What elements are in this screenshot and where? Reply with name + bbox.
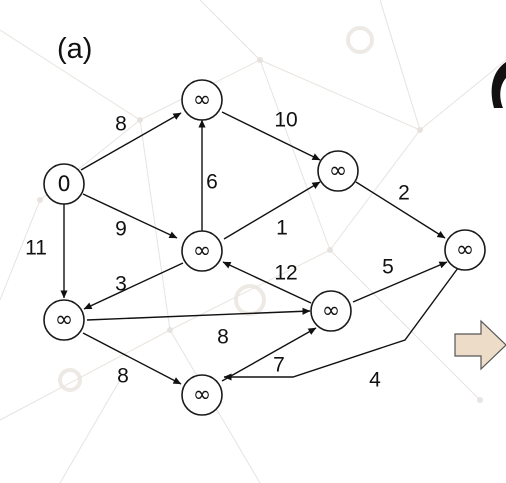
node-c: ∞ — [317, 150, 359, 192]
edges-group — [60, 111, 459, 385]
edge-a-c — [221, 111, 321, 161]
node-a: ∞ — [181, 79, 223, 121]
node-s: 0 — [43, 163, 85, 205]
node-g-label: ∞ — [193, 383, 211, 408]
weight-b-e: 3 — [115, 273, 127, 296]
weight-f-d: 5 — [382, 256, 394, 279]
node-s-label: 0 — [57, 172, 70, 196]
edge-s-b — [82, 193, 178, 239]
edge-f-b — [222, 261, 312, 304]
node-a-label: ∞ — [193, 88, 211, 113]
node-f-circle — [310, 290, 352, 332]
edge-b-e — [83, 262, 184, 310]
nodes-group: 0 ∞ ∞ ∞ ∞ ∞ ∞ — [43, 79, 486, 416]
node-e: ∞ — [43, 299, 85, 341]
node-s-circle — [43, 163, 85, 205]
node-b: ∞ — [181, 230, 223, 272]
weight-g-f: 7 — [273, 354, 285, 377]
edge-f-d — [352, 261, 448, 303]
next-step-arrow-icon — [454, 319, 506, 371]
node-g-circle — [181, 374, 223, 416]
weight-c-d: 2 — [398, 182, 410, 205]
weight-s-e: 11 — [25, 237, 47, 260]
node-d-label: ∞ — [456, 238, 474, 263]
edge-e-f — [86, 307, 311, 321]
node-d-circle — [444, 229, 486, 271]
node-f: ∞ — [310, 290, 352, 332]
edge-d-g — [223, 267, 459, 381]
node-d: ∞ — [444, 229, 486, 271]
weight-s-b: 9 — [115, 218, 127, 241]
edge-e-g — [82, 332, 182, 385]
node-b-label: ∞ — [193, 239, 211, 264]
edge-c-d — [355, 181, 446, 239]
node-f-label: ∞ — [322, 299, 340, 324]
edge-s-a — [80, 112, 182, 171]
node-c-label: ∞ — [329, 159, 347, 184]
node-a-circle — [181, 79, 223, 121]
node-e-circle — [43, 299, 85, 341]
weight-d-g: 4 — [369, 369, 381, 392]
weight-f-b: 12 — [274, 262, 297, 285]
node-g: ∞ — [181, 374, 223, 416]
node-e-label: ∞ — [55, 308, 73, 333]
edge-b-c — [223, 181, 321, 240]
panel-label: (a) — [57, 33, 92, 65]
weight-e-f: 8 — [217, 326, 229, 349]
cut-off-parenthesis — [491, 62, 506, 108]
weight-e-g: 8 — [117, 365, 129, 388]
edge-g-f — [221, 327, 317, 382]
edge-weights-group: 8 9 11 10 6 1 3 2 12 5 8 8 7 4 — [25, 109, 410, 392]
node-b-circle — [181, 230, 223, 272]
weight-s-a: 8 — [115, 113, 127, 136]
weight-b-a: 6 — [206, 171, 218, 194]
weight-a-c: 10 — [274, 109, 297, 132]
weight-b-c: 1 — [276, 217, 288, 240]
node-c-circle — [317, 150, 359, 192]
